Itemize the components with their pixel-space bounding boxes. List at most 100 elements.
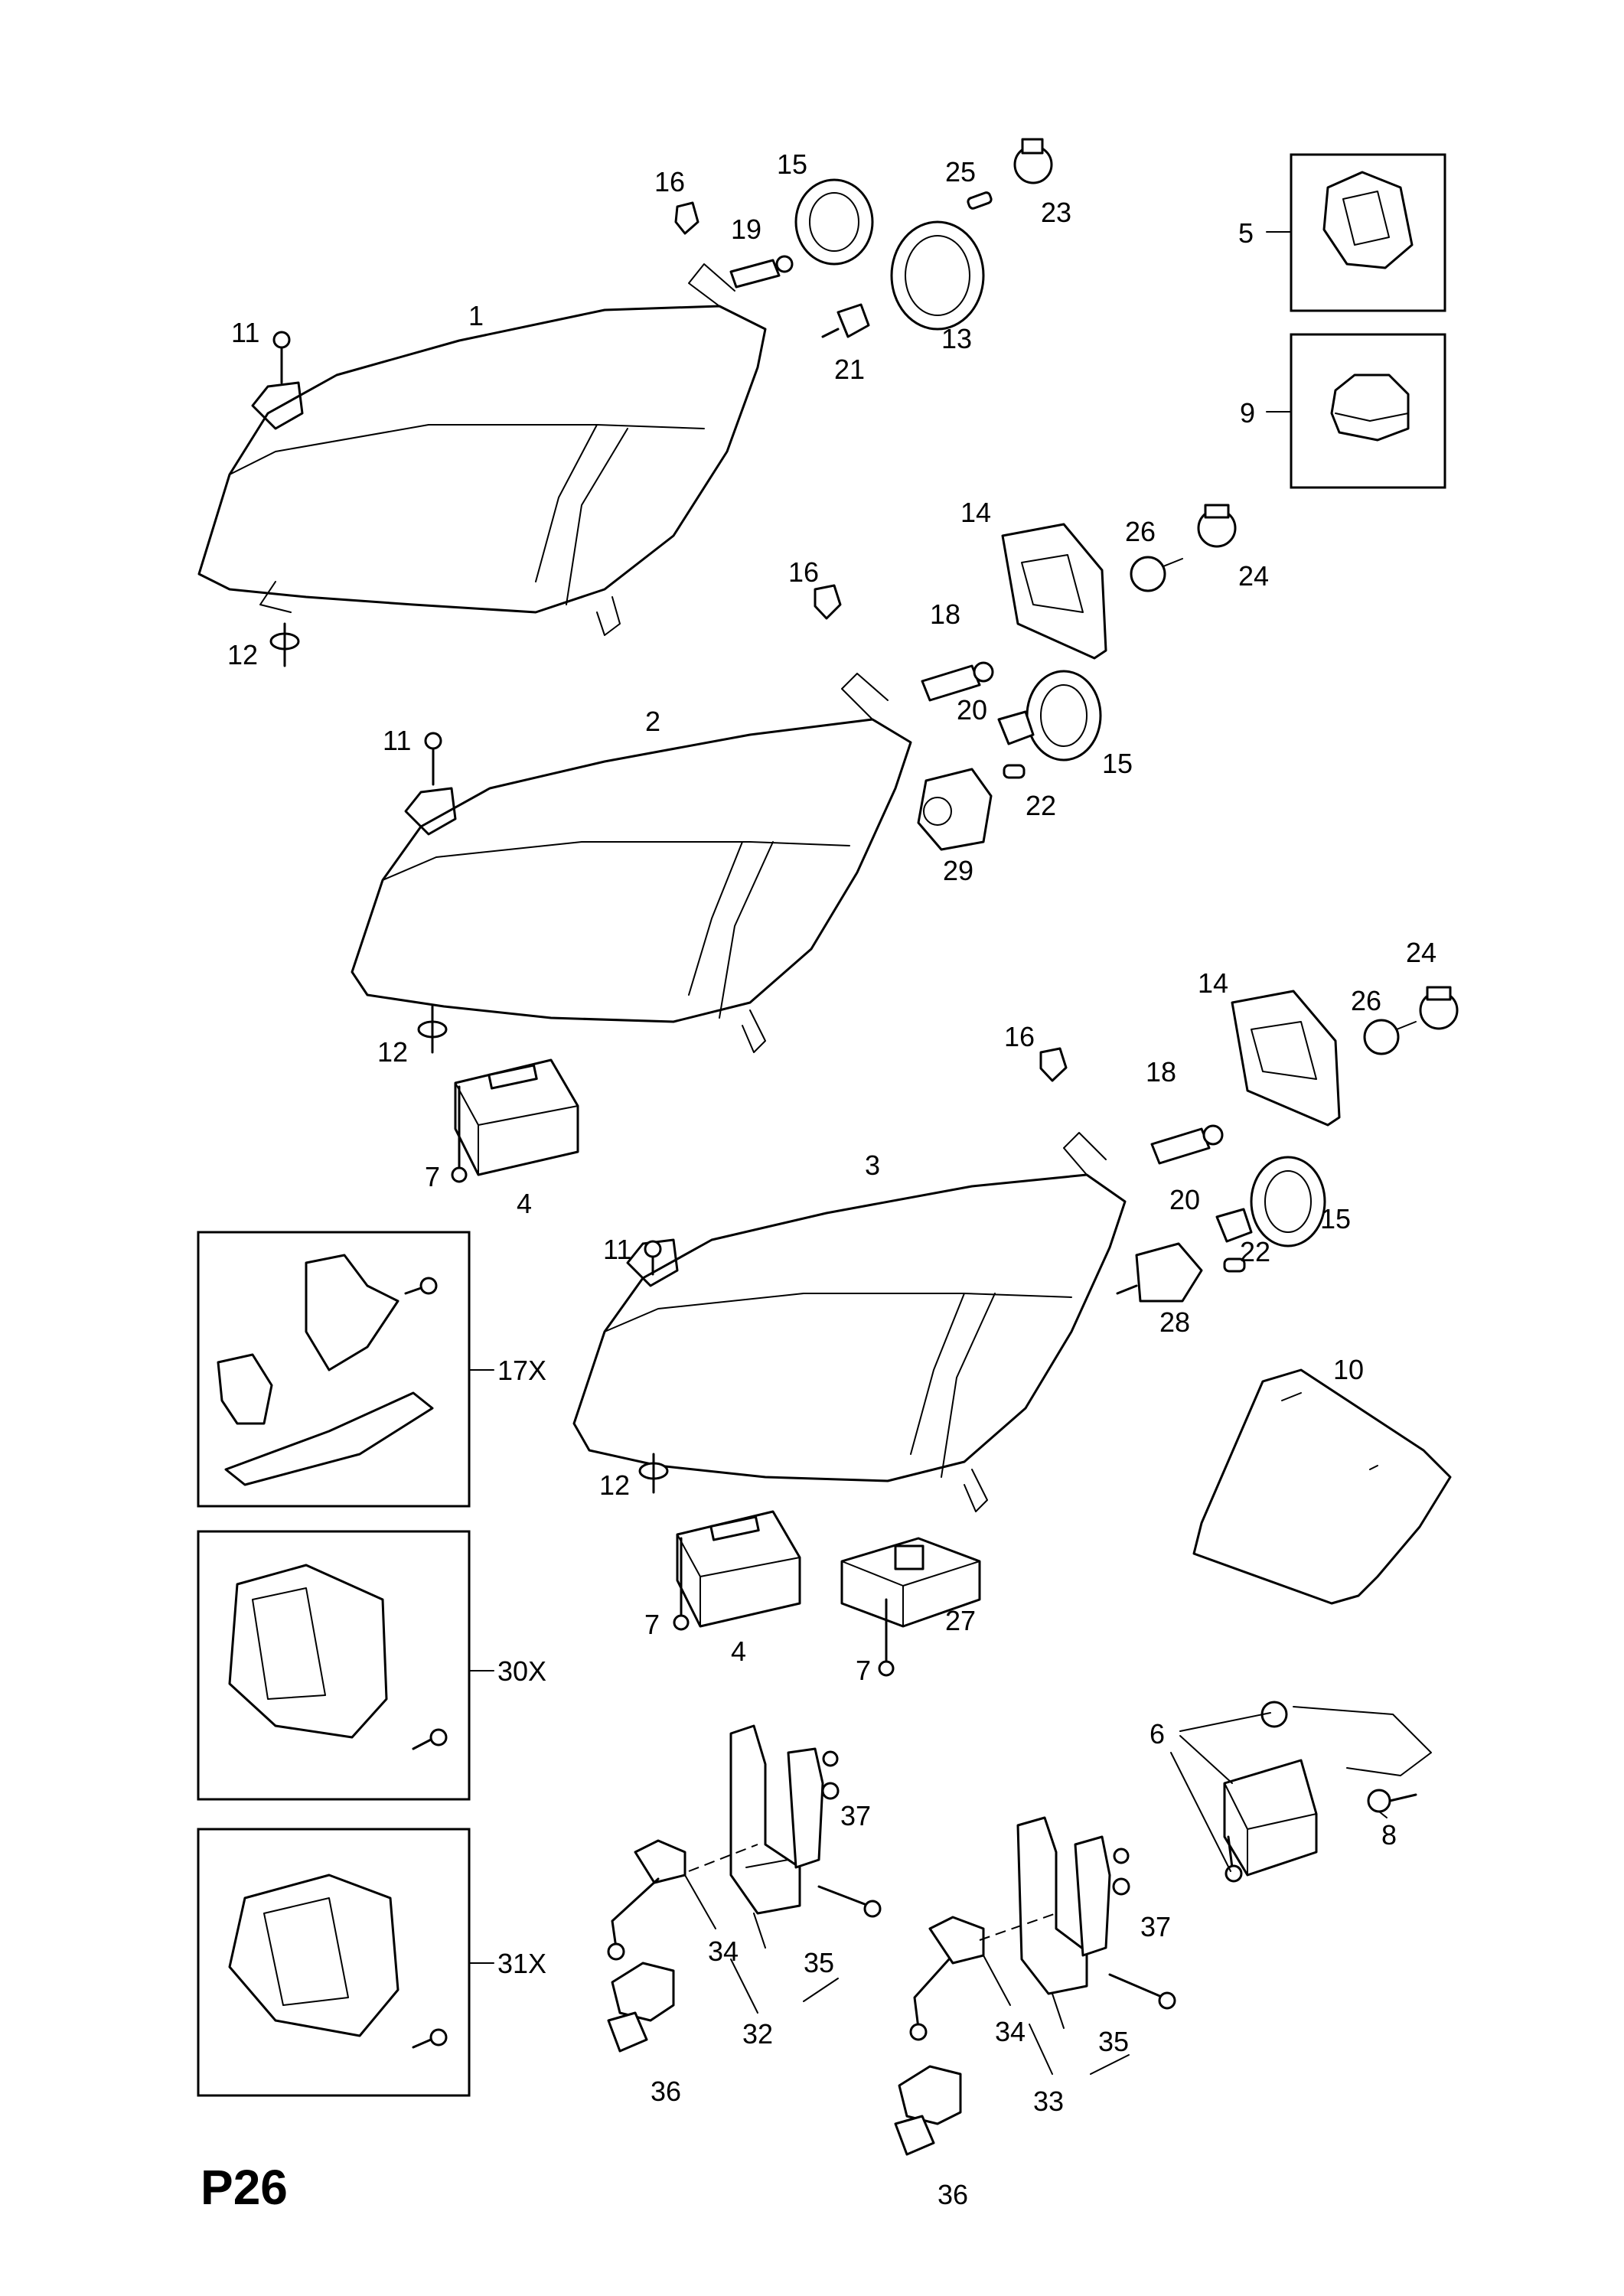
- callout-10: 10: [1333, 1354, 1364, 1385]
- bulb-20b-icon[interactable]: [1215, 1208, 1253, 1243]
- callout-31x: 31X: [497, 1948, 546, 1979]
- clip-16a-icon[interactable]: [674, 201, 699, 235]
- seal-15c-icon[interactable]: [1250, 1156, 1326, 1247]
- callout-7b: 7: [644, 1609, 660, 1640]
- callout-7c: 7: [856, 1655, 871, 1686]
- bulb-19-icon[interactable]: [729, 255, 794, 289]
- bulb-28-icon[interactable]: [1116, 1242, 1203, 1303]
- screw-7c-icon[interactable]: [878, 1598, 895, 1677]
- leader-lines: [468, 231, 1388, 2075]
- callout-15c: 15: [1320, 1203, 1351, 1234]
- bulb-18a-icon[interactable]: [921, 661, 994, 702]
- screw-11a-icon[interactable]: [272, 331, 291, 384]
- callout-12c: 12: [599, 1469, 630, 1501]
- bulb-20a-icon[interactable]: [997, 710, 1035, 745]
- callout-3: 3: [865, 1150, 880, 1181]
- callout-22a: 22: [1026, 790, 1056, 821]
- callout-labels: 1 2 3 4 4 5 6 7 7 7 8 9 10 11 11 11 12 1…: [227, 148, 1436, 2210]
- bulb-18b-icon[interactable]: [1150, 1124, 1224, 1165]
- housing-14a-icon[interactable]: [1001, 523, 1107, 660]
- screw-7a-icon[interactable]: [451, 1085, 468, 1183]
- control-unit-4a-icon[interactable]: [454, 1058, 579, 1176]
- bulb-25-icon[interactable]: [967, 191, 993, 210]
- nut-8-icon[interactable]: [1367, 1789, 1417, 1813]
- callout-34a: 34: [708, 1936, 739, 1967]
- clip-16b-icon[interactable]: [814, 584, 842, 620]
- headlamp-assembly-2[interactable]: [351, 673, 912, 1053]
- callout-11b: 11: [383, 725, 411, 756]
- callout-16c: 16: [1004, 1021, 1035, 1052]
- igniter-29-icon[interactable]: [917, 768, 993, 851]
- housing-14b-icon[interactable]: [1231, 990, 1341, 1127]
- callout-22b: 22: [1240, 1236, 1270, 1267]
- washer-37b-icon[interactable]: [1112, 1848, 1130, 1896]
- callout-12a: 12: [227, 639, 258, 670]
- callout-2: 2: [645, 706, 660, 737]
- control-unit-27-icon[interactable]: [840, 1537, 981, 1628]
- level-sensor-34a-icon[interactable]: [607, 1839, 686, 1961]
- callout-16b: 16: [788, 556, 819, 588]
- callout-13: 13: [941, 323, 972, 354]
- grommet-12b-icon[interactable]: [417, 1005, 448, 1054]
- bracket-33-icon[interactable]: [1016, 1816, 1111, 1995]
- bulb-21-icon[interactable]: [821, 303, 870, 338]
- headlamp-assembly-1[interactable]: [197, 263, 767, 636]
- callout-14b: 14: [1198, 967, 1228, 999]
- headlamp-assembly-3[interactable]: [572, 1132, 1127, 1512]
- grommet-12c-icon[interactable]: [638, 1453, 669, 1494]
- callout-29: 29: [943, 855, 973, 886]
- bulb-26a-icon[interactable]: [1130, 556, 1183, 592]
- callout-33: 33: [1033, 2086, 1064, 2117]
- seal-15b-icon[interactable]: [1026, 670, 1102, 762]
- inset-17x[interactable]: [197, 1231, 471, 1508]
- callout-14a: 14: [960, 497, 991, 528]
- screw-35a-icon[interactable]: [817, 1885, 882, 1918]
- control-unit-4b-icon[interactable]: [676, 1510, 801, 1628]
- seal-13-icon[interactable]: [890, 220, 985, 331]
- screw-11c-icon[interactable]: [644, 1240, 662, 1276]
- callout-16a: 16: [654, 166, 685, 197]
- level-sensor-34b-icon[interactable]: [909, 1916, 985, 2041]
- callout-1: 1: [468, 300, 484, 331]
- grommet-12a-icon[interactable]: [269, 622, 300, 667]
- callout-36a: 36: [651, 2076, 681, 2107]
- callout-20a: 20: [957, 694, 987, 726]
- screw-11b-icon[interactable]: [424, 732, 442, 786]
- callout-19: 19: [731, 214, 761, 245]
- socket-23-icon[interactable]: [1013, 138, 1053, 184]
- callout-4a: 4: [517, 1188, 532, 1219]
- screw-35b-icon[interactable]: [1108, 1973, 1176, 2010]
- callout-15a: 15: [777, 148, 807, 180]
- cover-plate-10-icon[interactable]: [1192, 1368, 1452, 1605]
- screw-7b-icon[interactable]: [673, 1537, 690, 1631]
- inset-31x[interactable]: [197, 1828, 471, 2097]
- callout-32: 32: [742, 2018, 773, 2050]
- callout-26b: 26: [1351, 985, 1381, 1016]
- socket-24b-icon[interactable]: [1419, 986, 1459, 1030]
- callout-37a: 37: [840, 1800, 871, 1831]
- inset-5[interactable]: [1290, 153, 1446, 312]
- callout-15b: 15: [1102, 748, 1133, 779]
- socket-24a-icon[interactable]: [1197, 504, 1237, 548]
- bracket-32-icon[interactable]: [729, 1724, 824, 1915]
- inset-30x[interactable]: [197, 1530, 471, 1801]
- callout-25: 25: [945, 156, 976, 188]
- callout-36b: 36: [938, 2179, 968, 2210]
- callout-12b: 12: [377, 1036, 408, 1068]
- washer-37a-icon[interactable]: [821, 1750, 840, 1800]
- seal-15a-icon[interactable]: [794, 178, 874, 266]
- callout-9: 9: [1240, 397, 1255, 429]
- callout-11c: 11: [603, 1234, 631, 1265]
- bulb-22a-icon[interactable]: [1003, 764, 1026, 779]
- leveling-sensor-6-icon[interactable]: [1223, 1701, 1432, 1883]
- callout-35b: 35: [1098, 2026, 1129, 2057]
- callout-21: 21: [834, 354, 865, 385]
- bulb-22b-icon[interactable]: [1223, 1257, 1246, 1273]
- bulb-26b-icon[interactable]: [1363, 1019, 1417, 1055]
- callout-37b: 37: [1140, 1911, 1171, 1942]
- inset-9[interactable]: [1290, 333, 1446, 489]
- clip-16c-icon[interactable]: [1039, 1047, 1068, 1082]
- clamp-36b-icon[interactable]: [894, 2065, 962, 2156]
- clamp-36a-icon[interactable]: [607, 1962, 675, 2053]
